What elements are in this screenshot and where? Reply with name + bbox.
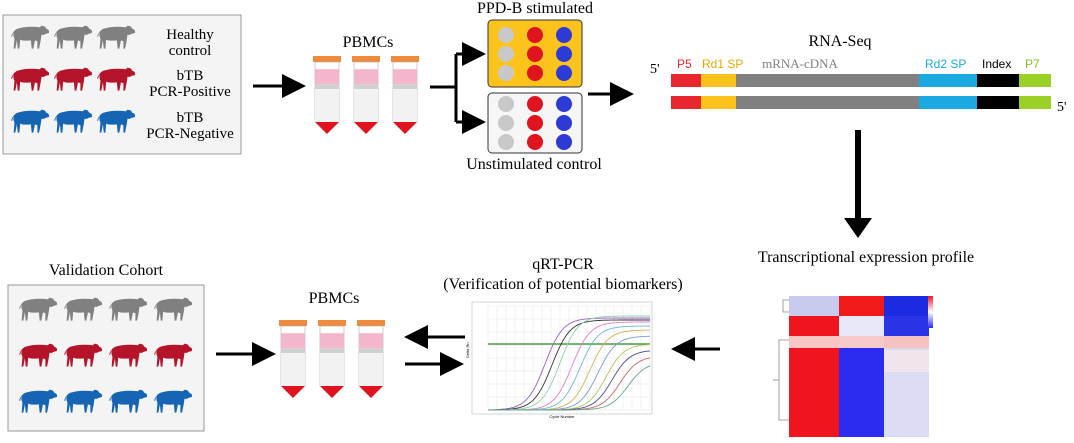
well	[498, 134, 514, 150]
cow-icon	[64, 343, 103, 367]
amplification-curve	[488, 365, 651, 411]
well	[498, 96, 514, 112]
cow-icon	[19, 343, 58, 367]
pbmcs-bottom-label: PBMCs	[308, 290, 360, 307]
tube-icon	[313, 56, 341, 134]
well	[498, 27, 514, 43]
cow-icon	[109, 297, 148, 321]
stimulated-plate	[487, 19, 583, 88]
group-healthy-label-1: Healthy	[166, 27, 214, 43]
well	[556, 115, 572, 131]
tube-icon	[357, 320, 385, 398]
well	[556, 65, 572, 81]
tube-icon	[352, 56, 380, 134]
group-positive-label-1: bTB	[176, 68, 204, 84]
well	[527, 65, 543, 81]
seg-label-p7: P7	[1025, 57, 1040, 71]
construct-segment	[1019, 96, 1051, 109]
construct-segment	[977, 74, 1019, 87]
cow-icon	[54, 25, 93, 49]
rnaseq-title: RNA-Seq	[808, 33, 872, 50]
validation-cow-grid	[19, 297, 193, 413]
five-prime-top: 5'	[650, 62, 660, 77]
cow-icon	[109, 389, 148, 413]
validation-cohort-label: Validation Cohort	[48, 262, 164, 279]
construct-segment	[977, 96, 1019, 109]
tube-icon	[279, 320, 307, 398]
unstimulated-plate	[487, 92, 583, 154]
tube-icon	[318, 320, 346, 398]
expression-profile-label: Transcriptional expression profile	[757, 249, 975, 266]
qpcr-amplification-plot	[471, 301, 653, 415]
pbmcs-top-label: PBMCs	[342, 34, 394, 51]
seg-label-rd2: Rd2 SP	[925, 57, 967, 71]
group-healthy-label-2: control	[168, 43, 212, 59]
well	[527, 46, 543, 62]
well	[556, 46, 572, 62]
tube-icon	[391, 56, 419, 134]
seg-label-p5: P5	[677, 57, 692, 71]
construct-segment	[736, 96, 919, 109]
cow-icon	[11, 109, 50, 133]
well	[556, 96, 572, 112]
cow-icon	[154, 297, 193, 321]
cow-icon	[97, 25, 136, 49]
cow-icon	[154, 343, 193, 367]
unstimulated-label: Unstimulated control	[466, 156, 602, 173]
top-cow-grid	[11, 25, 136, 133]
seg-label-index: Index	[982, 57, 1012, 71]
well	[556, 27, 572, 43]
construct-segment	[671, 96, 701, 109]
construct-segment	[919, 96, 977, 109]
cow-icon	[64, 389, 103, 413]
well	[498, 46, 514, 62]
well	[527, 27, 543, 43]
qrtpcr-subtitle: (Verification of potential biomarkers)	[443, 276, 683, 293]
cow-icon	[54, 67, 93, 91]
cow-icon	[11, 25, 50, 49]
pbmc-tubes-bottom	[279, 320, 385, 398]
cow-icon	[19, 297, 58, 321]
construct-segment	[671, 74, 701, 87]
heatmap	[773, 296, 933, 437]
qpcr-y-axis-label: Delta Rn	[465, 342, 470, 358]
cow-icon	[109, 343, 148, 367]
cow-icon	[19, 389, 58, 413]
stimulated-label: PPD-B stimulated	[476, 0, 594, 17]
construct-segment	[1019, 74, 1051, 87]
cow-icon	[154, 389, 193, 413]
qpcr-x-axis-label: Cycle Number	[549, 414, 575, 419]
well	[498, 65, 514, 81]
well	[556, 134, 572, 150]
group-positive-label-2: PCR-Positive	[149, 84, 231, 100]
construct-segment	[701, 74, 736, 87]
qrtpcr-title: qRT-PCR	[532, 256, 594, 273]
well	[527, 134, 543, 150]
cow-icon	[11, 67, 50, 91]
seg-label-mrna: mRNA-cDNA	[762, 56, 838, 71]
seg-label-rd1: Rd1 SP	[702, 57, 744, 71]
construct-segment	[736, 74, 919, 87]
group-negative-label-2: PCR-Negative	[146, 126, 234, 142]
pbmc-tubes-top	[313, 56, 419, 134]
rnaseq-construct	[671, 74, 1051, 109]
well	[498, 115, 514, 131]
amplification-curve	[488, 317, 650, 411]
construct-segment	[701, 96, 736, 109]
amplification-curve	[488, 319, 650, 411]
cow-icon	[97, 109, 136, 133]
split-arrow	[430, 42, 486, 134]
cow-icon	[64, 297, 103, 321]
construct-segment	[919, 74, 977, 87]
arrow-rnaseq-down-head	[844, 218, 872, 238]
well	[527, 115, 543, 131]
group-negative-label-1: bTB	[176, 110, 204, 126]
cow-icon	[54, 109, 93, 133]
cow-icon	[97, 67, 136, 91]
five-prime-bottom: 5'	[1057, 100, 1067, 115]
well	[527, 96, 543, 112]
